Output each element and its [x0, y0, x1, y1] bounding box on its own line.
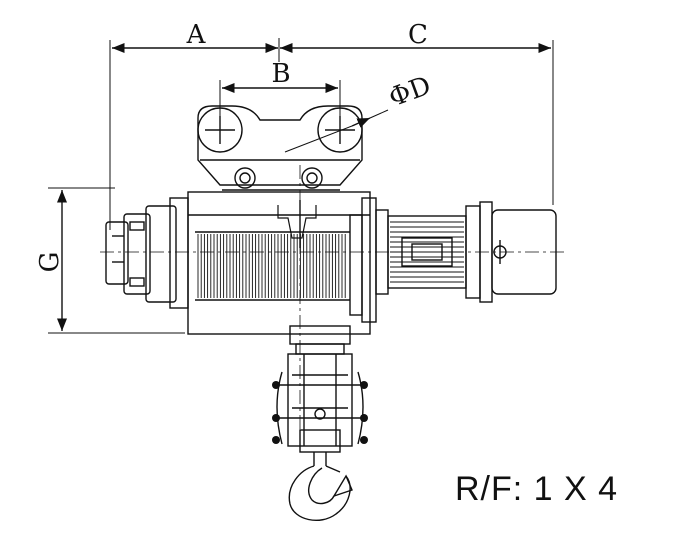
dimension-g-label: G: [35, 252, 65, 273]
trolley-wheel-left: [197, 107, 243, 153]
center-lines: [100, 165, 565, 440]
dimension-g: G: [35, 187, 185, 334]
rope-drum: [187, 191, 377, 335]
reeving-caption: R/F: 1 X 4: [455, 470, 619, 508]
dimension-a: A: [109, 20, 278, 230]
gearbox: [105, 197, 189, 309]
dimension-c: C: [278, 20, 554, 205]
trolley-bolt-left: [234, 167, 256, 189]
trolley: [197, 105, 363, 191]
dimension-d-label: ΦD: [385, 71, 435, 114]
dimension-b: B: [219, 59, 341, 130]
dimension-c-label: C: [408, 20, 428, 50]
trolley-bolt-right: [301, 167, 323, 189]
dimension-b-label: B: [271, 59, 290, 89]
trolley-wheel-right: [317, 107, 363, 153]
crane-hook: [288, 452, 353, 522]
hook-block: [272, 325, 368, 453]
dimension-a-label: A: [186, 20, 207, 50]
